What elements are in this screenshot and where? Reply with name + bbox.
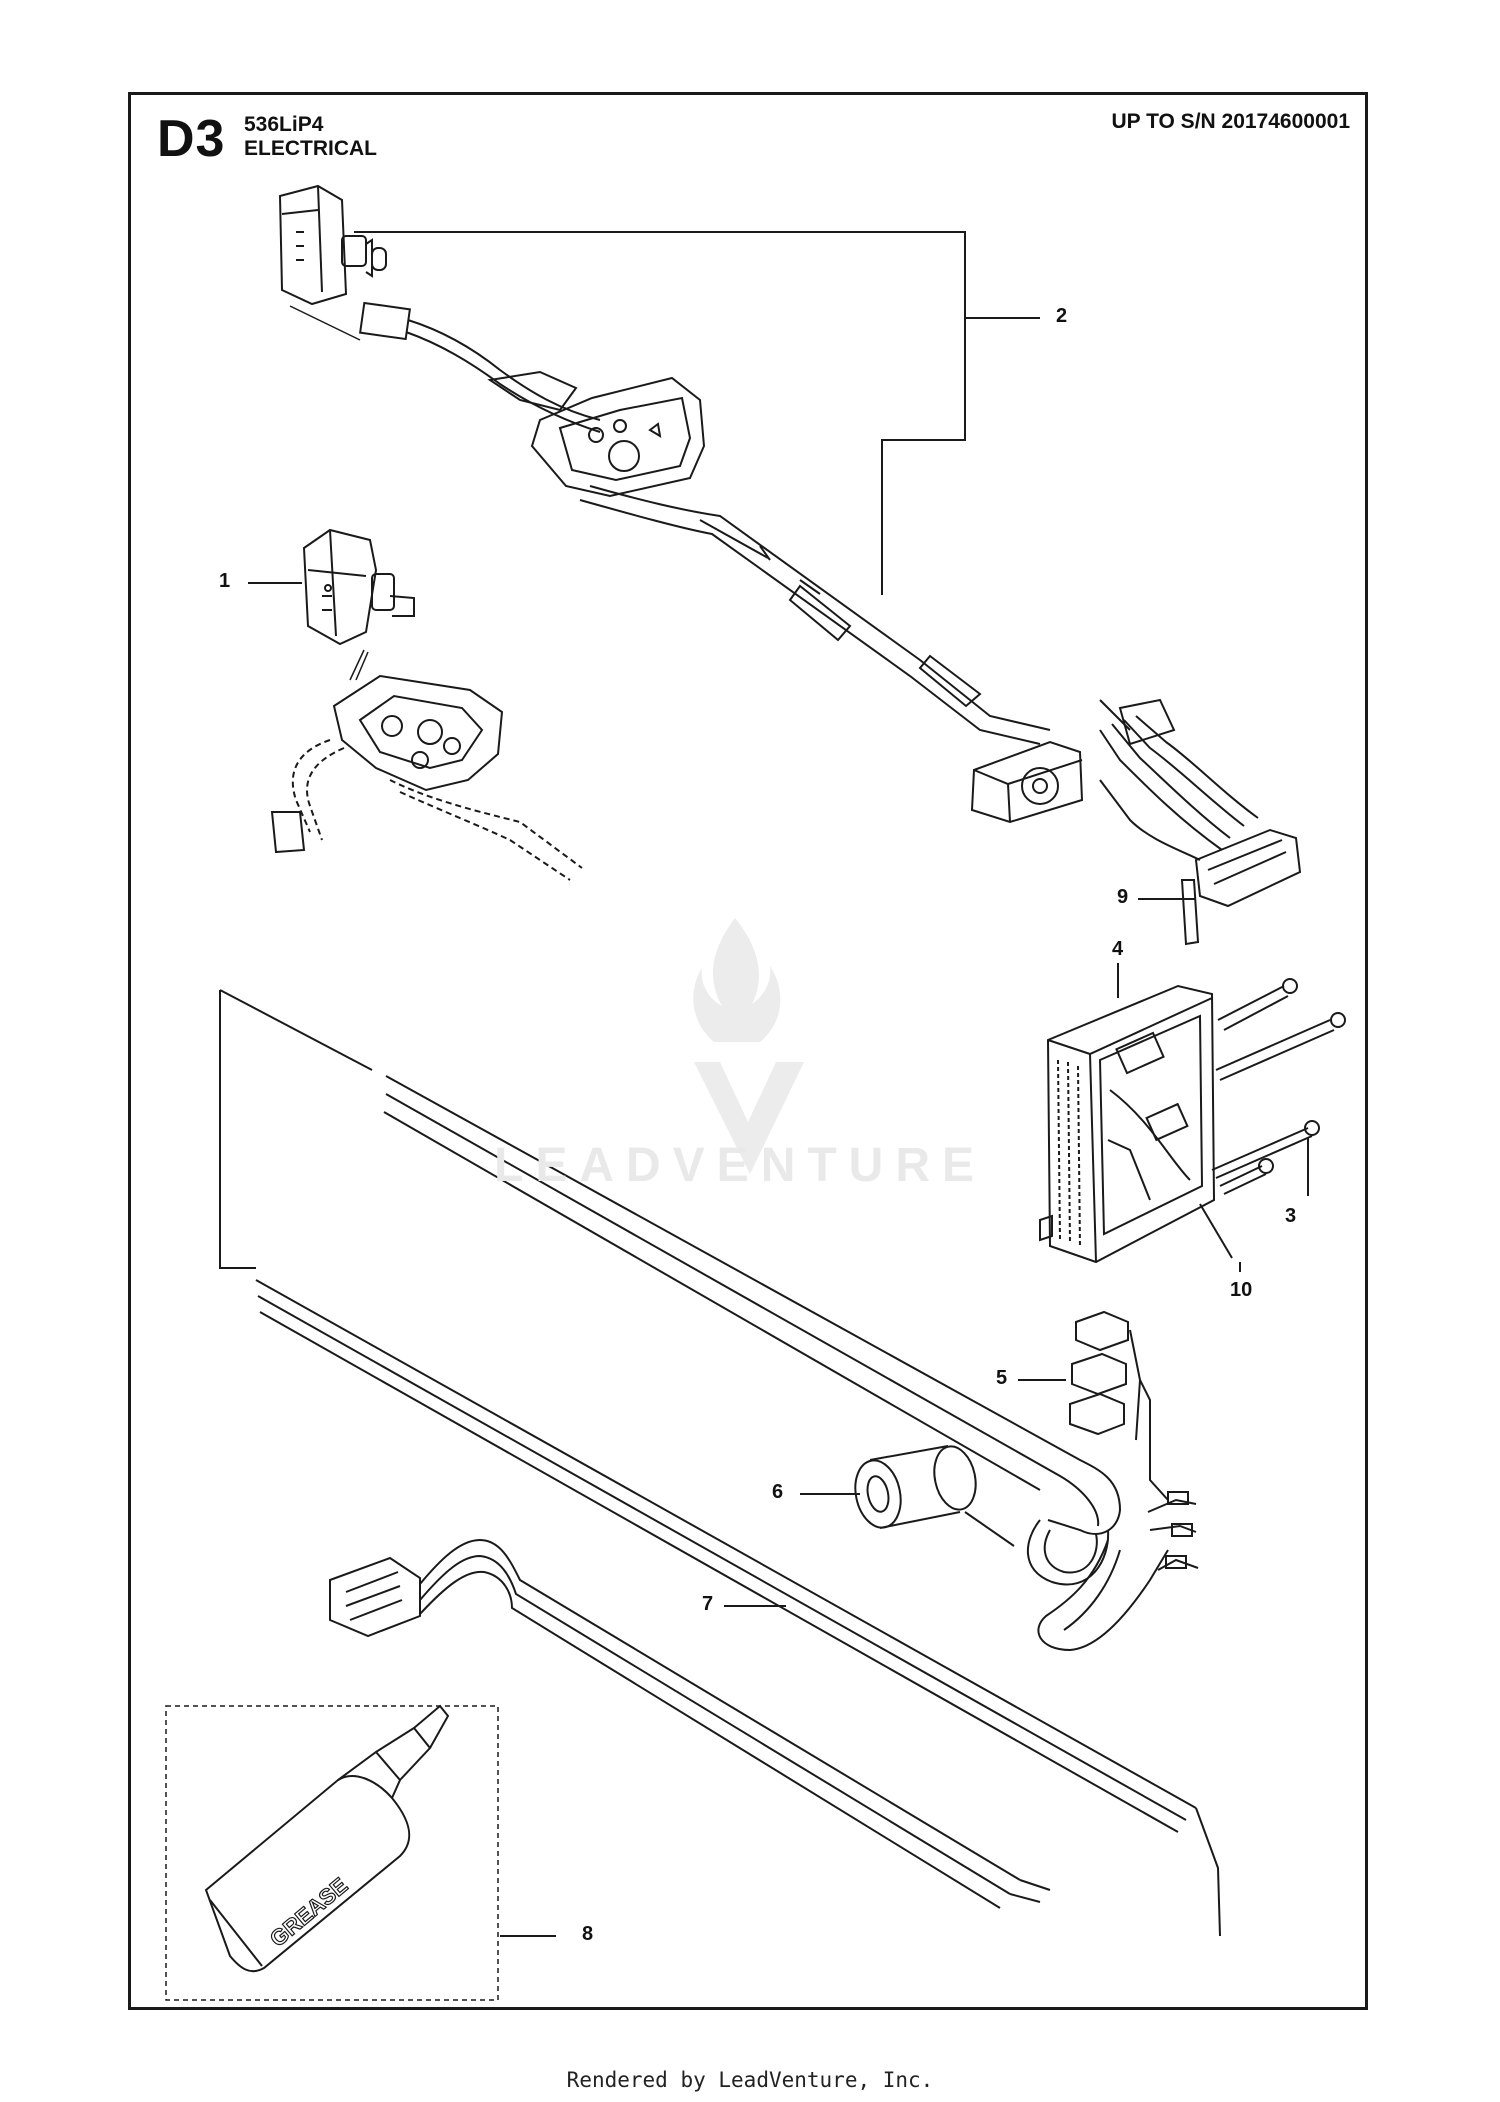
callout-6[interactable]: 6	[772, 1481, 784, 1503]
part-8-box	[165, 1705, 499, 2001]
part-7-frame	[219, 989, 373, 1269]
callout-8[interactable]: 8	[582, 1923, 594, 1945]
footer-credit: Rendered by LeadVenture, Inc.	[566, 2068, 934, 2092]
section-title: ELECTRICAL	[244, 137, 377, 160]
watermark-logo	[693, 918, 804, 1174]
part-2-harness	[359, 301, 1302, 946]
callout-10[interactable]: 10	[1230, 1279, 1253, 1301]
model-name: 536LiP4	[244, 113, 324, 136]
part-4-module	[1039, 984, 1216, 1264]
leader-2	[354, 231, 966, 595]
callout-4[interactable]: 4	[1112, 938, 1124, 960]
serial-range: UP TO S/N 20174600001	[1111, 110, 1350, 133]
part-6-ferrite	[854, 1445, 1015, 1547]
callout-2[interactable]: 2	[1056, 305, 1068, 327]
callout-1[interactable]: 1	[219, 570, 231, 592]
grease-label: GREASE	[265, 1873, 352, 1952]
part-2-switch	[278, 184, 387, 306]
part-8-grease-tube	[204, 1704, 450, 1973]
callout-7[interactable]: 7	[702, 1593, 714, 1615]
part-3-screws	[1199, 978, 1346, 1259]
part-1-switch	[302, 528, 415, 646]
part-1-control-pad	[270, 674, 583, 881]
part-5-plugs	[1069, 1310, 1169, 1501]
diagram-code: D3	[157, 110, 226, 168]
callout-3[interactable]: 3	[1285, 1205, 1297, 1227]
callout-5[interactable]: 5	[996, 1367, 1008, 1389]
callout-9[interactable]: 9	[1117, 886, 1129, 908]
watermark-text: LEADVENTURE	[494, 1139, 987, 1192]
diagram-frame	[128, 92, 1368, 2010]
